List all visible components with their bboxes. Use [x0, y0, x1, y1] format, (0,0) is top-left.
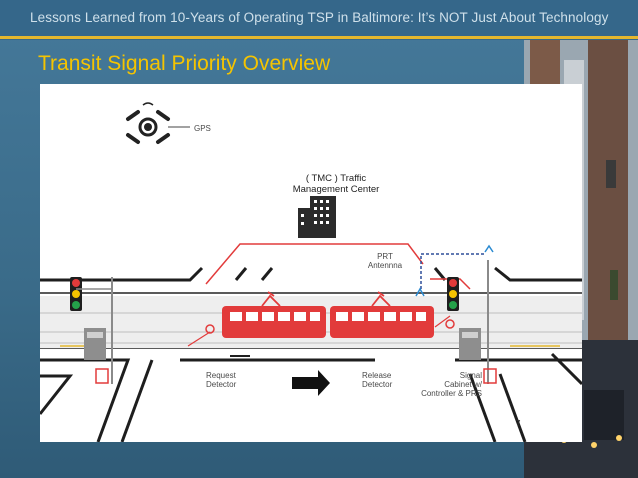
prt-antenna-label: PRT Antennna	[360, 252, 410, 270]
communication-links	[187, 243, 486, 347]
tmc-label-line1: ( TMC ) Traffic	[305, 173, 367, 184]
direction-arrow-icon	[292, 370, 330, 396]
release-label-line2: Detector	[362, 380, 393, 389]
traffic-light-icon	[70, 277, 113, 384]
header-band	[0, 0, 638, 40]
signal-cabinet-label: Signal Cabinet w/ Controller & PRS	[410, 371, 482, 398]
cabinet-label-line2: Cabinet w/	[444, 380, 482, 389]
road-network	[40, 266, 582, 442]
traffic-light-icon	[447, 260, 497, 384]
gps-label: GPS	[194, 124, 211, 133]
building-icon	[298, 196, 336, 238]
prt-label-line1: PRT	[377, 252, 393, 261]
antenna-icon	[415, 244, 494, 297]
tsp-diagram: GPS ( TMC ) Traffic Management Center PR…	[40, 84, 582, 442]
release-label-line1: Release	[362, 371, 392, 380]
header-accent-line	[0, 36, 638, 39]
tmc-label: ( TMC ) Traffic Management Center	[276, 173, 396, 195]
slide-title: Transit Signal Priority Overview	[38, 52, 331, 75]
gps-satellite-icon	[126, 102, 190, 144]
release-detector-label: Release Detector	[362, 371, 392, 389]
request-label-line1: Request	[206, 371, 236, 380]
cabinet-label-line3: Controller & PRS	[421, 389, 482, 398]
header-text: Lessons Learned from 10-Years of Operati…	[30, 10, 609, 25]
request-detector-label: Request Detector	[206, 371, 236, 389]
request-label-line2: Detector	[206, 380, 237, 389]
prt-label-line2: Antennna	[367, 261, 403, 270]
light-rail-train-icon	[205, 291, 455, 338]
page-number: 7	[516, 419, 521, 428]
cabinet-label-line1: Signal	[459, 371, 482, 380]
tmc-label-line2: Management Center	[292, 184, 380, 195]
